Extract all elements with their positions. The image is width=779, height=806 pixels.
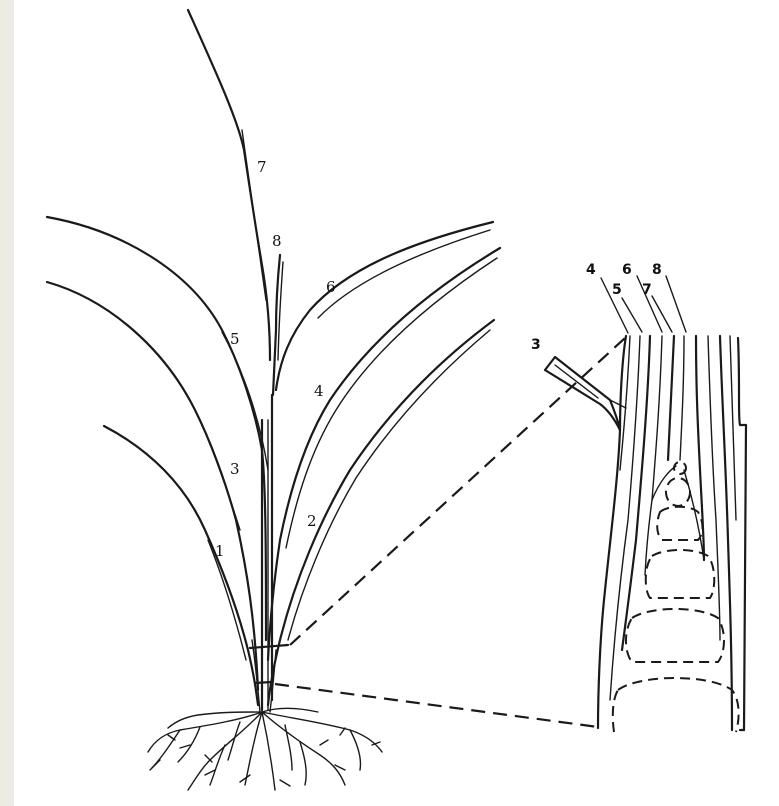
leaf-2 bbox=[268, 320, 494, 705]
leaf-4 bbox=[268, 248, 500, 660]
label-leaf-4: 4 bbox=[314, 382, 324, 400]
internode-3 bbox=[657, 507, 702, 540]
label-sheath-8: 8 bbox=[652, 262, 662, 278]
label-sheath-3: 3 bbox=[531, 337, 541, 353]
plant-leaves bbox=[47, 10, 500, 712]
label-leaf-1: 1 bbox=[215, 542, 225, 560]
leaf-3 bbox=[47, 282, 258, 690]
internode-1 bbox=[674, 462, 686, 474]
root-system bbox=[148, 708, 382, 790]
connector-lower bbox=[275, 684, 598, 727]
label-sheath-7: 7 bbox=[642, 282, 652, 298]
internode-5 bbox=[626, 609, 724, 662]
internode-2 bbox=[666, 478, 690, 506]
sheath-3-tab bbox=[545, 357, 620, 430]
label-sheath-4: 4 bbox=[586, 262, 596, 278]
label-leaf-8: 8 bbox=[272, 232, 282, 250]
leaf-7 bbox=[188, 10, 270, 360]
label-leaf-6: 6 bbox=[326, 278, 336, 296]
section-marker-lower bbox=[255, 682, 272, 683]
internode-6 bbox=[613, 678, 739, 732]
label-sheath-6: 6 bbox=[622, 262, 632, 278]
label-leaf-3: 3 bbox=[230, 460, 240, 478]
label-leaf-7: 7 bbox=[257, 158, 267, 176]
label-leaf-5: 5 bbox=[230, 330, 240, 348]
leaf-6 bbox=[276, 222, 493, 390]
sheath-detail bbox=[545, 276, 746, 732]
label-sheath-5: 5 bbox=[612, 282, 622, 298]
leaf-5 bbox=[47, 217, 266, 640]
label-leaf-2: 2 bbox=[307, 512, 317, 530]
